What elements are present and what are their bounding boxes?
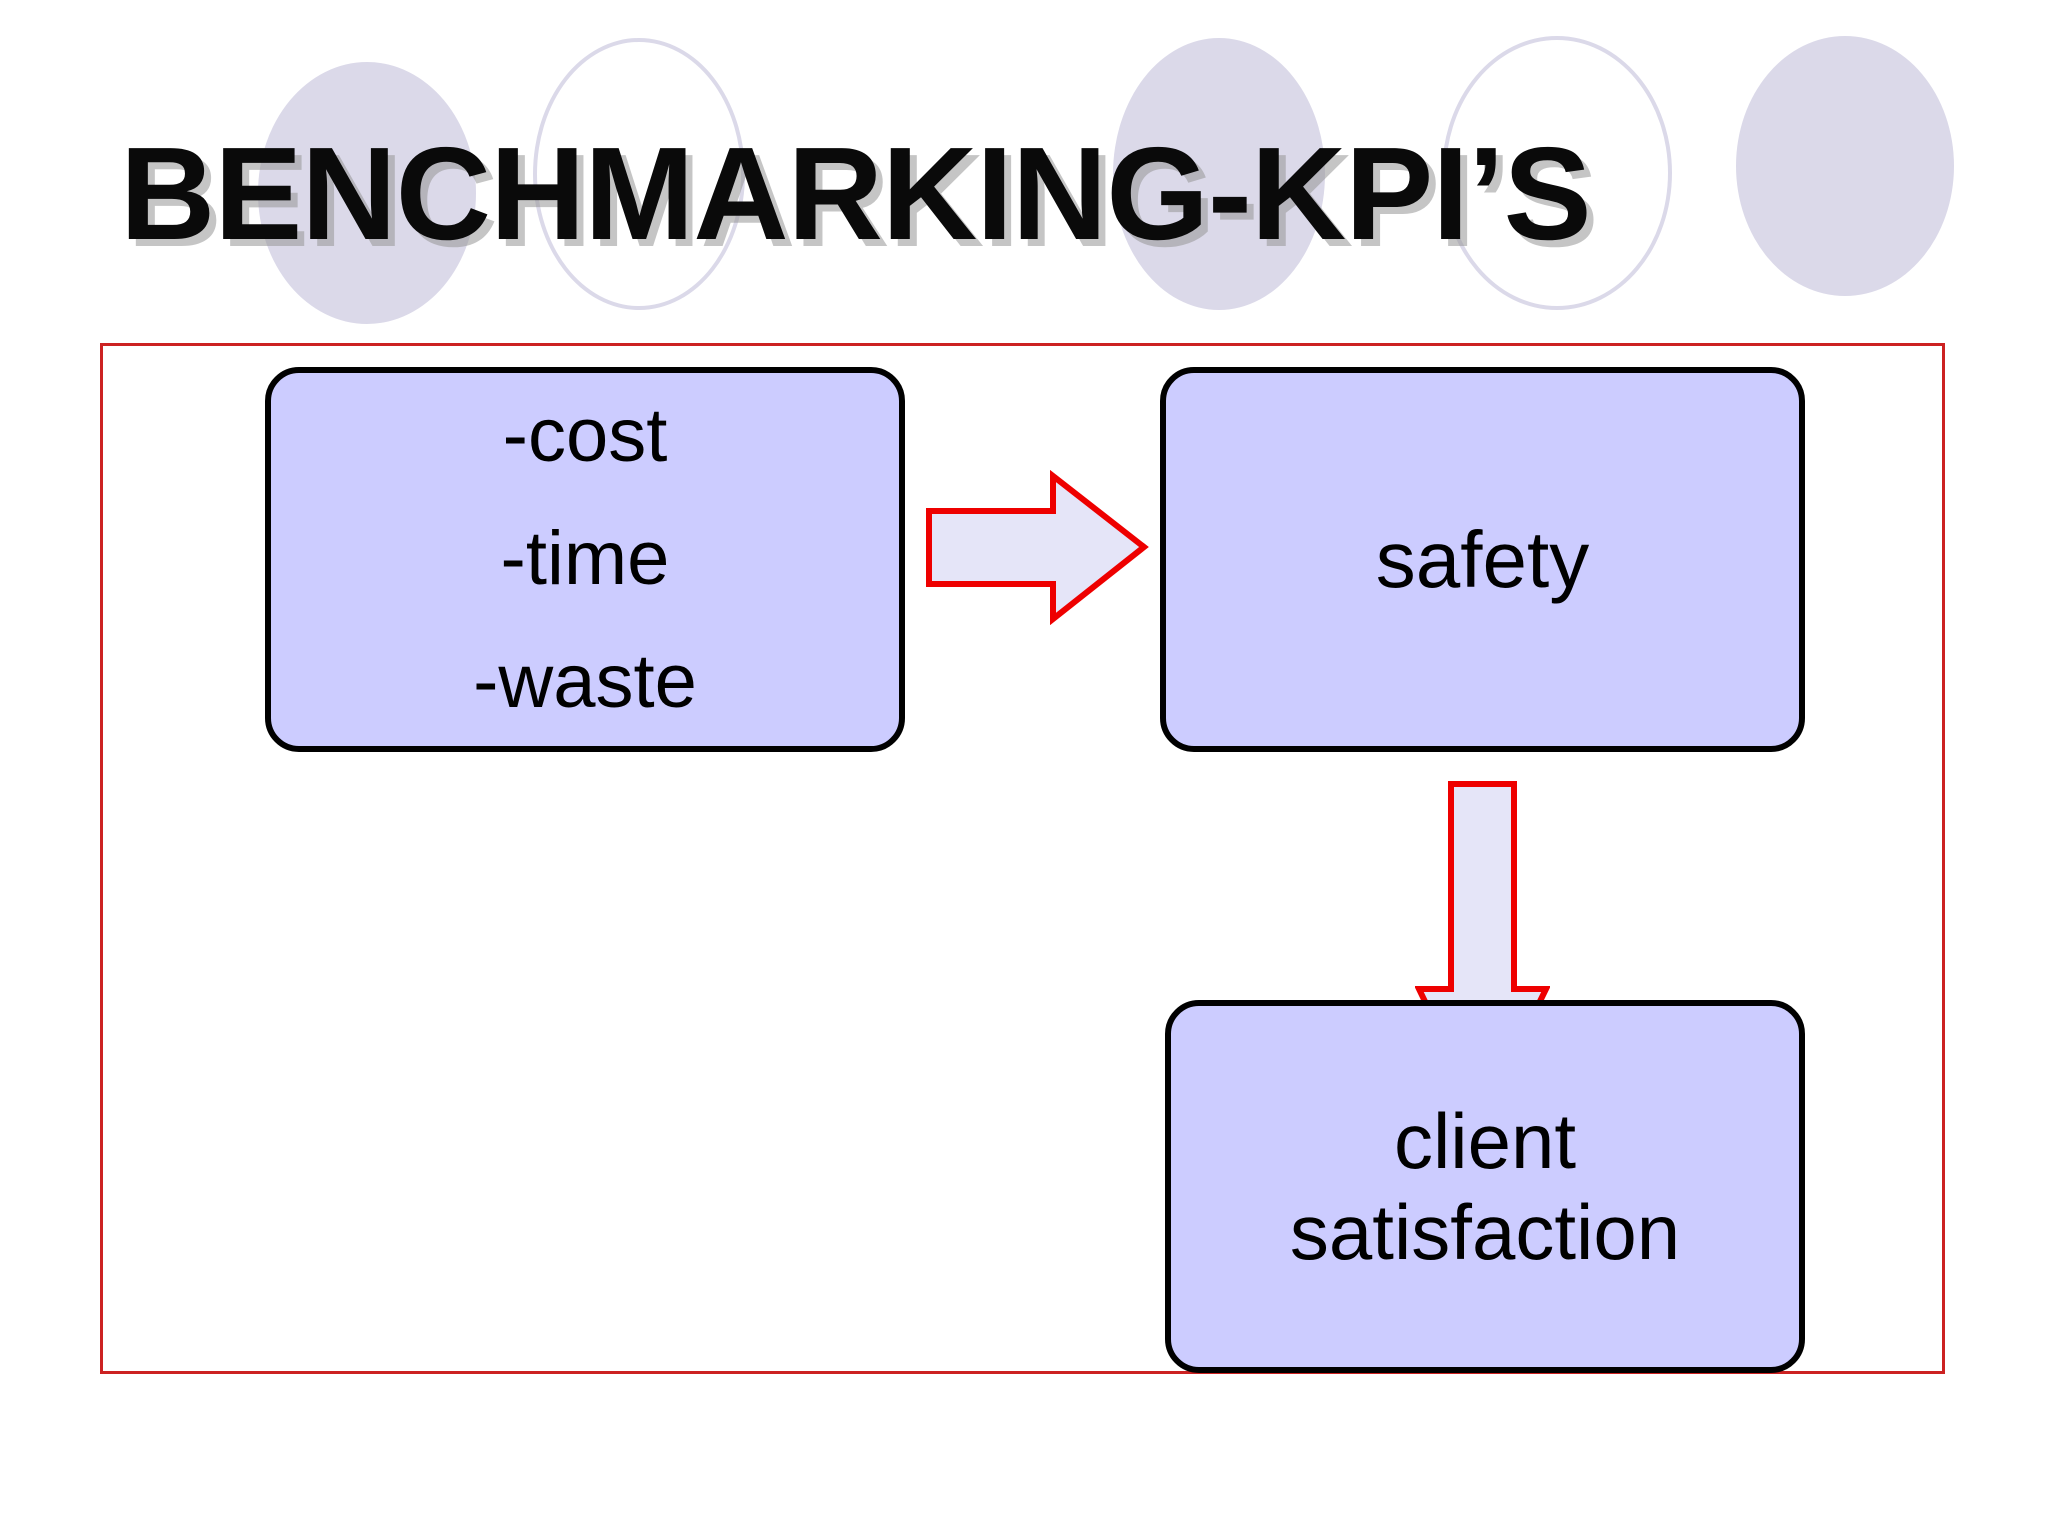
page-title: BENCHMARKING-KPI’S: [120, 120, 1592, 267]
content-frame-border: [100, 343, 1945, 1374]
decorative-circle-filled-5: [1736, 36, 1954, 296]
arrow-right-shape: [926, 469, 1149, 626]
node-inputs-line-cost: -cost: [502, 393, 668, 479]
flowchart-node-client-satisfaction[interactable]: client satisfaction: [1165, 1000, 1805, 1373]
node-client-line-1: client: [1393, 1097, 1577, 1186]
node-client-line-2: satisfaction: [1289, 1187, 1681, 1276]
arrow-right-icon: [925, 469, 1150, 626]
arrow-right-svg: [926, 469, 1149, 626]
flowchart-node-safety[interactable]: safety: [1160, 367, 1805, 752]
node-inputs-line-time: -time: [500, 516, 670, 602]
node-safety-label: safety: [1375, 514, 1590, 604]
flowchart-node-inputs[interactable]: -cost -time -waste: [265, 367, 905, 752]
node-inputs-line-waste: -waste: [473, 638, 697, 724]
